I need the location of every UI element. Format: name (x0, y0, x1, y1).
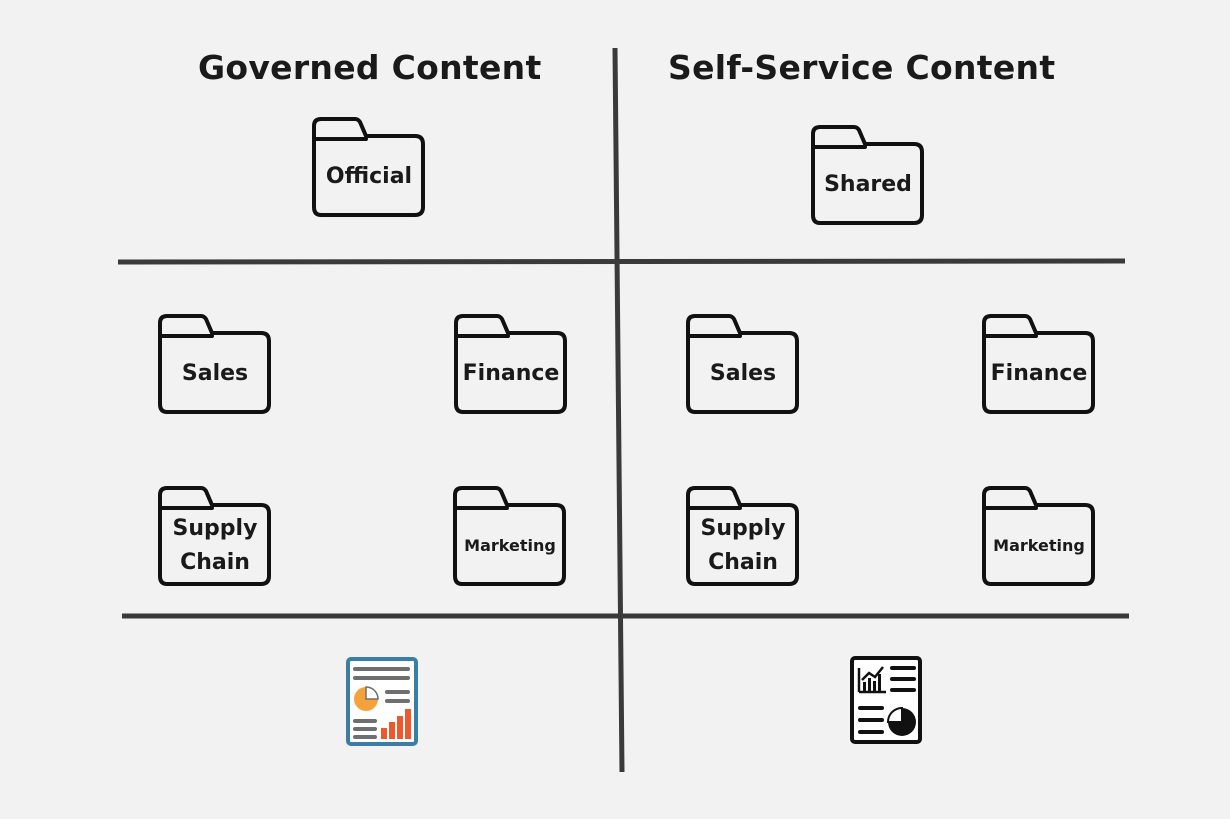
folder-icon (454, 314, 567, 414)
folder-icon (982, 314, 1095, 414)
self-service-folder-sales[interactable]: Sales (685, 313, 801, 415)
governed-content-heading: Governed Content (198, 48, 542, 87)
folder-label: Finance (462, 361, 560, 386)
folder-icon (686, 314, 799, 414)
folder-icon (982, 486, 1095, 586)
folder-icon (453, 486, 566, 586)
self-service-folder-finance[interactable]: Finance (981, 313, 1097, 415)
self-service-folder-supply-chain[interactable]: Supply Chain (685, 485, 801, 587)
governed-folder-supply-chain[interactable]: Supply Chain (157, 485, 273, 587)
folder-label: Marketing (993, 536, 1085, 555)
self-service-folder-marketing[interactable]: Marketing (981, 485, 1097, 587)
monochrome-report-icon[interactable] (848, 654, 926, 746)
folder-icon (158, 486, 271, 586)
governed-folder-sales[interactable]: Sales (157, 313, 273, 415)
self-service-content-heading: Self-Service Content (668, 48, 1056, 87)
vertical-divider (612, 47, 625, 773)
folder-label: Supply Chain (700, 516, 786, 575)
upper-horizontal-divider (117, 258, 1126, 265)
folder-icon (811, 125, 924, 225)
folder-official[interactable]: Official (311, 116, 427, 218)
folder-icon (686, 486, 799, 586)
folder-label: Official (325, 164, 413, 189)
folder-label: Supply Chain (172, 516, 258, 575)
governed-folder-finance[interactable]: Finance (453, 313, 569, 415)
folder-label: Finance (990, 361, 1088, 386)
governed-folder-marketing[interactable]: Marketing (452, 485, 568, 587)
folder-label: Sales (181, 361, 249, 386)
folder-icon (158, 314, 271, 414)
folder-label: Sales (709, 361, 777, 386)
folder-label: Marketing (464, 536, 556, 555)
folder-label: Shared (824, 172, 912, 197)
folder-icon (312, 117, 425, 217)
folder-shared[interactable]: Shared (810, 124, 926, 226)
colored-report-icon[interactable] (345, 656, 421, 748)
